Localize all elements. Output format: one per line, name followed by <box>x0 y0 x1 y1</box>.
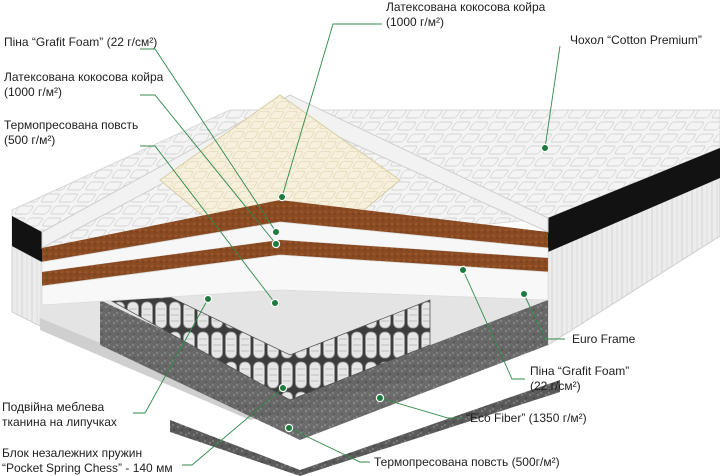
label-eco-fiber: “Eco Fiber” (1350 г/м²) <box>466 411 587 425</box>
label-grafit-foam-top: Піна “Grafit Foam” (22 г/см²) <box>4 35 158 49</box>
label-felt-left: Термопресована повсть (500 г/м²) <box>4 118 139 147</box>
label-double-fabric: Подвійна меблева тканина на липучках <box>2 400 117 429</box>
label-euro-frame: Euro Frame <box>572 332 636 346</box>
label-cover: Чохол “Cotton Premium” <box>570 33 702 47</box>
label-latex-coir-left: Латексована кокосова койра (1000 г/м²) <box>4 70 164 99</box>
label-spring-block: Блок незалежних пружин “Pocket Spring Ch… <box>2 446 173 475</box>
label-latex-coir-top: Латексована кокосова койра (1000 г/м²) <box>386 0 546 29</box>
label-grafit-foam-right: Піна “Grafit Foam” (22 г/см²) <box>530 364 630 393</box>
label-felt-bottom: Термопресована повсть (500г/м²) <box>374 455 560 469</box>
